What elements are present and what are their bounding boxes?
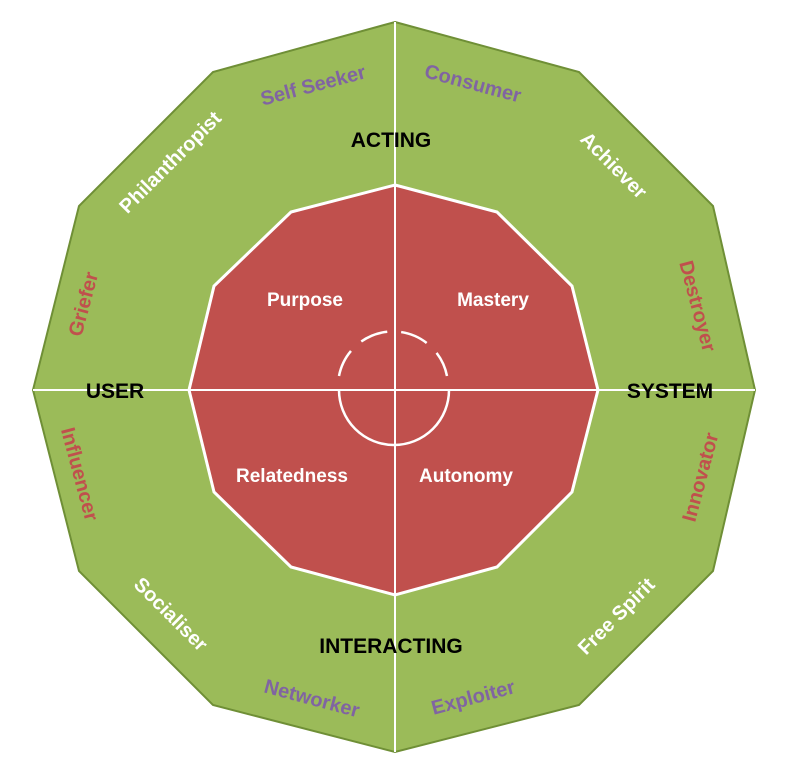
core-label-relatedness: Relatedness: [236, 466, 348, 487]
center-circle-dashed-arc: [337, 330, 449, 377]
core-label-mastery: Mastery: [457, 290, 529, 311]
axis-label-interacting: INTERACTING: [319, 635, 463, 658]
core-label-purpose: Purpose: [267, 290, 343, 311]
axis-label-user: USER: [86, 380, 144, 403]
core-label-autonomy: Autonomy: [419, 466, 513, 487]
axis-label-system: SYSTEM: [627, 380, 713, 403]
axis-label-acting: ACTING: [351, 129, 432, 152]
center-circle-solid-arc: [337, 389, 451, 447]
